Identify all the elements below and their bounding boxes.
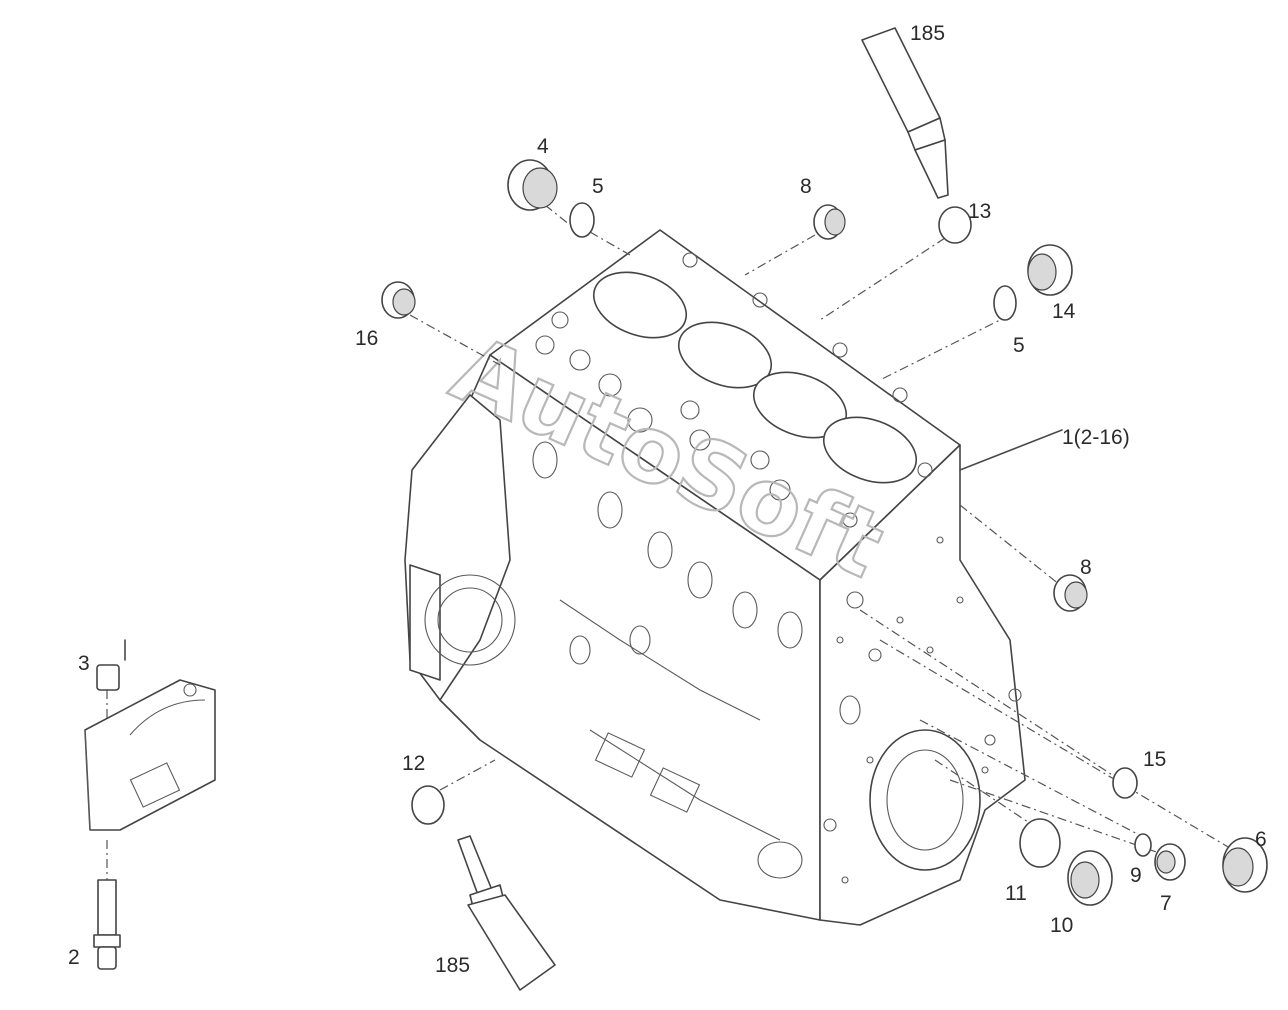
callout-3: 3 [78, 652, 90, 675]
callout-1: 1(2-16) [1062, 426, 1130, 449]
callout-5-right: 5 [1013, 334, 1025, 357]
plug-part-14 [1027, 244, 1073, 296]
cylinder-block [404, 229, 1026, 926]
callout-2: 2 [68, 946, 80, 969]
callout-185-bottom: 185 [435, 954, 470, 977]
plug-part-4 [507, 159, 558, 211]
ring-part-5-top [569, 202, 595, 238]
main-bearing-cap [84, 664, 216, 831]
callout-9: 9 [1130, 864, 1142, 887]
bearing-cap-bolt [93, 879, 121, 970]
callout-4: 4 [537, 135, 549, 158]
callout-14: 14 [1052, 300, 1076, 323]
callout-8-top: 8 [800, 175, 812, 198]
callout-7: 7 [1160, 892, 1172, 915]
plug-part-16 [381, 281, 416, 319]
callout-5-top: 5 [592, 175, 604, 198]
plug-part-6 [1222, 837, 1268, 893]
ring-part-5-right [993, 285, 1017, 321]
plug-part-15 [1112, 767, 1138, 799]
plug-part-8-top [813, 204, 846, 240]
callout-16: 16 [355, 327, 378, 350]
callout-10: 10 [1050, 914, 1073, 937]
sleeve-part-11 [1019, 818, 1061, 868]
leader-lines [106, 204, 1251, 880]
callout-8-right: 8 [1080, 556, 1092, 579]
plug-part-7 [1154, 843, 1186, 881]
callout-185-top: 185 [910, 22, 945, 45]
sleeve-part-10 [1067, 850, 1113, 906]
washer-part-9 [1134, 833, 1152, 857]
cap-part-12 [411, 785, 445, 825]
callout-11: 11 [1005, 882, 1027, 905]
plug-part-8-right [1053, 574, 1088, 612]
callout-6: 6 [1255, 828, 1267, 851]
callout-15: 15 [1143, 748, 1166, 771]
callout-13: 13 [968, 200, 991, 223]
cap-part-13 [938, 206, 972, 244]
sealant-tube-bottom [457, 835, 556, 991]
callout-12: 12 [402, 752, 425, 775]
sealant-tube-top [861, 27, 949, 199]
callouts: 185 4 5 8 13 14 5 16 1(2-16) 8 12 15 6 1… [68, 22, 1267, 977]
